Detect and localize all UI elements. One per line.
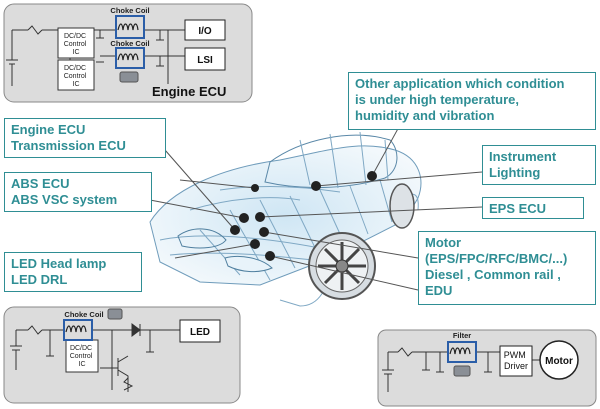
callout-other-application-line-1: Other application which condition (355, 76, 565, 91)
callout-abs-ecu: ABS ECU ABS VSC system (4, 172, 152, 212)
callout-motor-line-2: (EPS/FPC/RFC/BMC/...) (425, 251, 568, 266)
engine-choke-coil-2-box (115, 47, 145, 69)
filter-box (447, 341, 477, 363)
filter-label: Filter (453, 331, 471, 340)
callout-other-application-line-3: humidity and vibration (355, 108, 495, 123)
io-block-label: I/O (198, 26, 212, 37)
callout-eps-line-1: EPS ECU (489, 201, 547, 216)
callout-motor-line-3: Diesel , Common rail , (425, 267, 561, 282)
led-circuit-panel: DC/DC Control IC Choke Coil LED (3, 306, 241, 404)
choke-coil-2-icon (117, 53, 139, 61)
car-wireframe-illustration (149, 131, 422, 307)
choke-component-photo-icon (119, 71, 139, 83)
callout-motor-line-1: Motor (425, 235, 462, 250)
engine-dcdc-label-2: DC/DC Control IC (64, 65, 89, 88)
callout-instrument-line-1: Instrument (489, 149, 557, 164)
engine-ecu-panel-title: Engine ECU (152, 84, 226, 99)
callout-other-application: Other application which condition is und… (348, 72, 596, 130)
filter-component-photo-icon (453, 365, 471, 377)
front-wheel (308, 232, 376, 300)
connection-dots (230, 171, 377, 261)
callout-led-headlamp: LED Head lamp LED DRL (4, 252, 142, 292)
led-diode-icon (131, 323, 141, 337)
callout-led-headlamp-line-1: LED Head lamp (11, 256, 107, 271)
led-dcdc-line-3: IC (79, 361, 86, 368)
callout-instrument-lighting: Instrument Lighting (482, 145, 596, 185)
motor-block-label: Motor (545, 356, 573, 367)
motor-circuit-panel: Filter PWM Driver Motor (377, 329, 597, 407)
led-dcdc-line-1: DC/DC (70, 345, 92, 352)
engine-dcdc-line-2: Control (64, 41, 87, 48)
rear-wheel (389, 183, 415, 229)
led-block-label: LED (190, 327, 210, 338)
engine-ecu-circuit-panel: DC/DC Control IC DC/DC Control IC Choke … (3, 3, 253, 103)
callout-engine-transmission-line-2: Transmission ECU (11, 138, 126, 153)
callout-motor-line-4: EDU (425, 283, 453, 298)
engine-dcdc2-line-2: Control (64, 73, 87, 80)
led-dcdc-line-2: Control (70, 353, 93, 360)
led-choke-coil-box (63, 319, 93, 341)
leader-lines (149, 124, 483, 291)
lsi-block-label: LSI (197, 55, 213, 66)
callout-engine-transmission-ecu: Engine ECU Transmission ECU (4, 118, 166, 158)
led-choke-label: Choke Coil (64, 310, 103, 319)
engine-dcdc2-line-3: IC (73, 81, 80, 88)
choke-coil-1-icon (117, 23, 139, 31)
engine-dcdc-line-3: IC (73, 49, 80, 56)
pwm-line-2: Driver (504, 361, 528, 371)
engine-dcdc-label: DC/DC Control IC (64, 33, 89, 56)
callout-instrument-line-2: Lighting (489, 165, 541, 180)
callout-engine-transmission-line-1: Engine ECU (11, 122, 86, 137)
callout-motor: Motor (EPS/FPC/RFC/BMC/...) Diesel , Com… (418, 231, 596, 305)
pwm-line-1: PWM (504, 350, 526, 360)
filter-coil-icon (449, 347, 471, 355)
callout-abs-line-2: ABS VSC system (11, 192, 118, 207)
engine-choke-coil-1-box (115, 15, 145, 39)
engine-dcdc-line-1: DC/DC (64, 33, 86, 40)
pwm-driver-label: PWM Driver (504, 350, 529, 371)
engine-dcdc2-line-1: DC/DC (64, 65, 86, 72)
callout-led-headlamp-line-2: LED DRL (11, 272, 68, 287)
led-dcdc-label: DC/DC Control IC (70, 345, 95, 368)
engine-choke-label-2: Choke Coil (110, 39, 149, 48)
led-choke-coil-icon (65, 325, 87, 333)
led-choke-component-photo-icon (107, 308, 123, 320)
engine-choke-label-1: Choke Coil (110, 6, 149, 15)
motor-symbol (539, 340, 579, 380)
callout-abs-line-1: ABS ECU (11, 176, 70, 191)
callout-other-application-line-2: is under high temperature, (355, 92, 519, 107)
callout-eps-ecu: EPS ECU (482, 197, 584, 219)
